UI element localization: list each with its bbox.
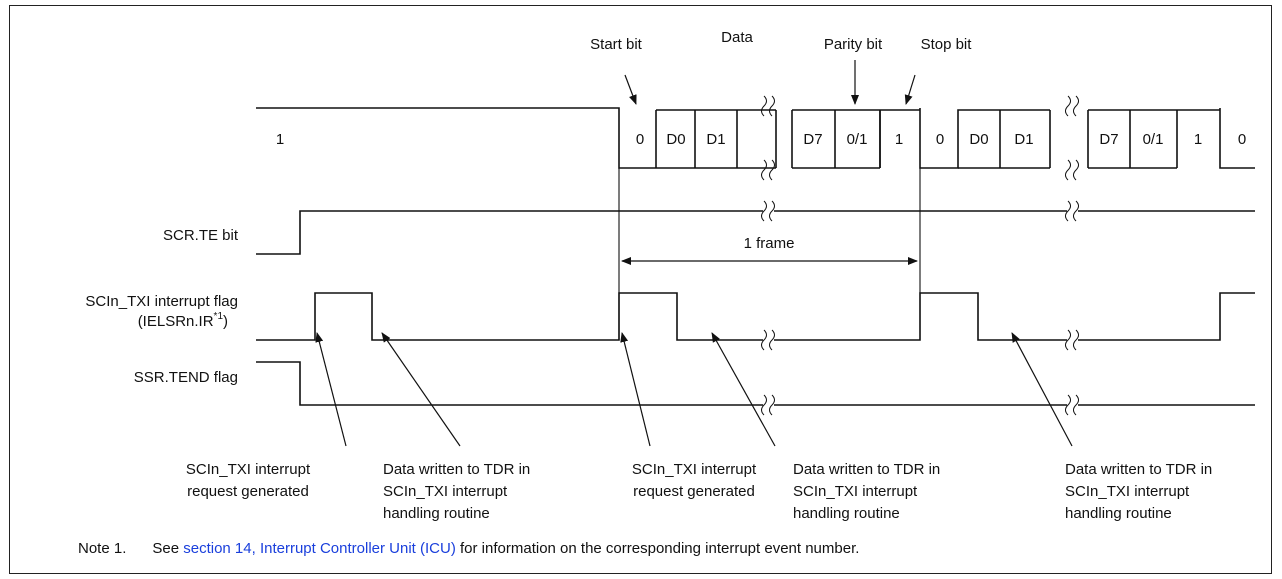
written2-arrow <box>711 332 776 447</box>
svg-text:handling routine: handling routine <box>1065 505 1172 522</box>
txi-signal-label-line1: SCIn_TXI interrupt flag <box>85 293 238 310</box>
figure-frame <box>9 5 1272 574</box>
frame-label: 1 frame <box>744 235 795 252</box>
svg-text:SCIn_TXI interrupt: SCIn_TXI interrupt <box>186 461 311 478</box>
te-waveform <box>256 210 1255 255</box>
svg-text:Data written to TDR in: Data written to TDR in <box>793 461 940 478</box>
frame2-d7: D7 <box>1099 131 1118 148</box>
written3-arrow <box>1011 332 1073 447</box>
note-label: Note 1. <box>78 540 127 557</box>
frame1-start-bit: 0 <box>636 131 644 148</box>
request1-arrow <box>315 332 347 447</box>
written1-arrow <box>381 332 461 447</box>
frame1-d7: D7 <box>803 131 822 148</box>
svg-text:SCIn_TXI interrupt: SCIn_TXI interrupt <box>1065 483 1190 500</box>
frame1-parity: 0/1 <box>847 131 868 148</box>
tend-signal-label: SSR.TEND flag <box>134 369 238 386</box>
note-pre: See <box>152 540 184 557</box>
frame2-parity: 0/1 <box>1143 131 1164 148</box>
svg-text:SCIn_TXI interrupt: SCIn_TXI interrupt <box>632 461 757 478</box>
note-post: for information on the corresponding int… <box>455 540 860 557</box>
annotation-request-2: SCIn_TXI interrupt request generated <box>632 461 757 500</box>
parity-bit-label: Parity bit <box>824 36 883 53</box>
frame1-d0: D0 <box>666 131 685 148</box>
serial-data-waveform <box>256 95 1255 181</box>
annotation-written-3: Data written to TDR in SCIn_TXI interrup… <box>1065 461 1212 522</box>
txi-waveform <box>256 292 1255 341</box>
annotation-written-1: Data written to TDR in SCIn_TXI interrup… <box>383 461 530 522</box>
section-14-link[interactable]: section 14, Interrupt Controller Unit (I… <box>183 540 456 557</box>
frame2-start-bit: 0 <box>936 131 944 148</box>
svg-text:SCIn_TXI interrupt: SCIn_TXI interrupt <box>793 483 918 500</box>
stop-bit-label: Stop bit <box>921 36 973 53</box>
frame1-d1: D1 <box>706 131 725 148</box>
svg-text:request generated: request generated <box>187 483 309 500</box>
frame2-d1: D1 <box>1014 131 1033 148</box>
svg-text:handling routine: handling routine <box>383 505 490 522</box>
txi-signal-label-line2: (IELSRn.IR*1) <box>138 311 228 330</box>
idle-level-label: 1 <box>276 131 284 148</box>
annotation-written-2: Data written to TDR in SCIn_TXI interrup… <box>793 461 940 522</box>
stop-bit-arrow <box>904 74 916 105</box>
start-bit-label: Start bit <box>590 36 643 53</box>
svg-text:handling routine: handling routine <box>793 505 900 522</box>
svg-text:request generated: request generated <box>633 483 755 500</box>
frame2-stop-bit: 1 <box>1194 131 1202 148</box>
svg-text:Data written to TDR in: Data written to TDR in <box>383 461 530 478</box>
annotation-request-1: SCIn_TXI interrupt request generated <box>186 461 311 500</box>
frame3-start-bit: 0 <box>1238 131 1246 148</box>
tend-waveform <box>256 361 1255 406</box>
frame1-stop-bit: 1 <box>895 131 903 148</box>
request2-arrow <box>620 332 651 447</box>
svg-text:SCIn_TXI interrupt: SCIn_TXI interrupt <box>383 483 508 500</box>
svg-text:Data written to TDR in: Data written to TDR in <box>1065 461 1212 478</box>
data-label: Data <box>721 29 753 46</box>
frame2-d0: D0 <box>969 131 988 148</box>
footnote: Note 1. See section 14, Interrupt Control… <box>78 540 859 557</box>
te-signal-label: SCR.TE bit <box>163 227 239 244</box>
start-bit-arrow <box>624 74 637 105</box>
